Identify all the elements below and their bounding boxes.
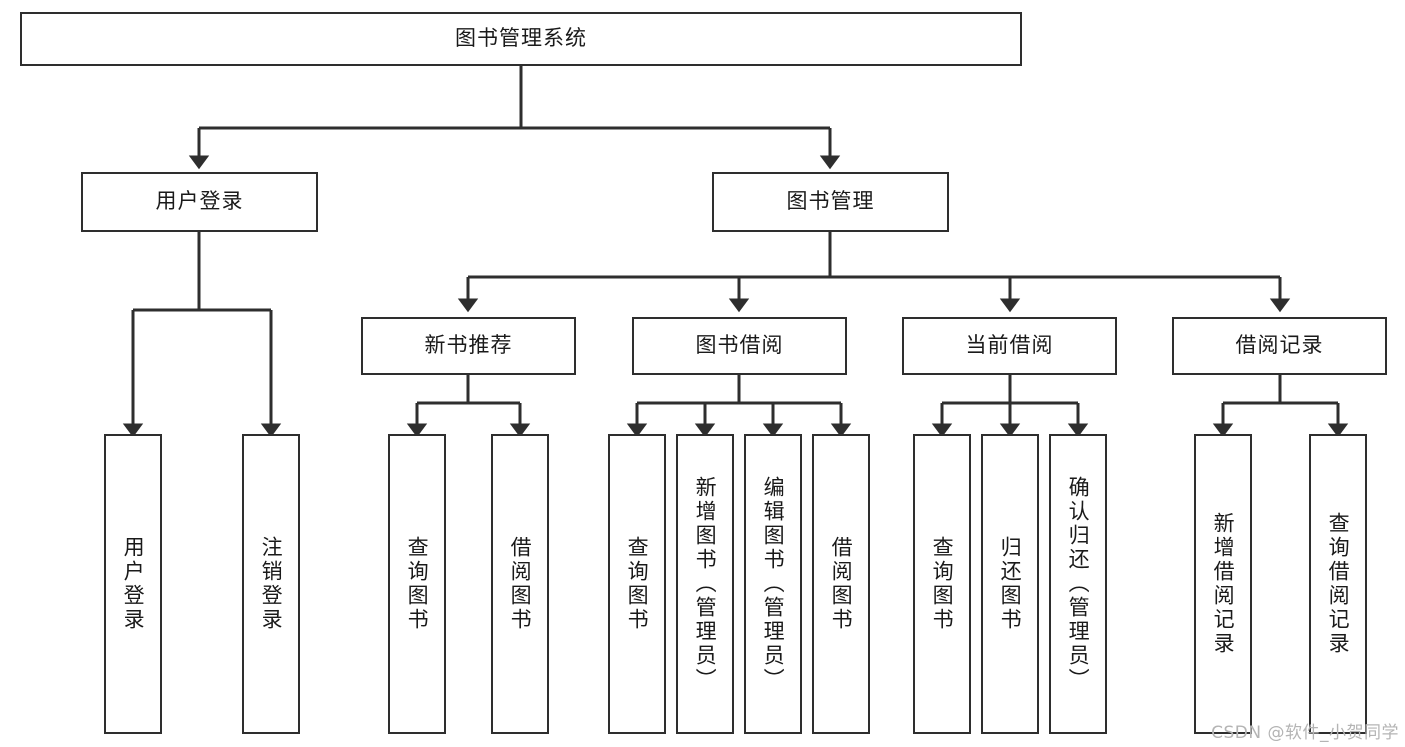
node-leaf-current-confirm-return[interactable]: 确认归还（管理员） — [1049, 434, 1107, 734]
node-leaf-record-query[interactable]: 查询借阅记录 — [1309, 434, 1367, 734]
node-leaf-borrow-add-book-label: 新增图书（管理员） — [693, 476, 718, 692]
node-leaf-user-login[interactable]: 用户登录 — [104, 434, 162, 734]
node-leaf-record-query-label: 查询借阅记录 — [1326, 512, 1351, 656]
node-leaf-record-add-label: 新增借阅记录 — [1211, 512, 1236, 656]
node-user-login[interactable]: 用户登录 — [81, 172, 318, 232]
node-leaf-newbook-query-book-label: 查询图书 — [405, 536, 430, 632]
node-leaf-borrow-borrow-book[interactable]: 借阅图书 — [812, 434, 870, 734]
node-leaf-record-add[interactable]: 新增借阅记录 — [1194, 434, 1252, 734]
node-user-login-label: 用户登录 — [155, 189, 244, 214]
node-leaf-borrow-borrow-book-label: 借阅图书 — [829, 536, 854, 632]
node-borrow-record-label: 借阅记录 — [1235, 333, 1324, 358]
node-book-borrow[interactable]: 图书借阅 — [632, 317, 847, 375]
node-book-management[interactable]: 图书管理 — [712, 172, 949, 232]
node-root-label: 图书管理系统 — [455, 26, 587, 51]
watermark: CSDN @软件_小贺同学 — [1211, 723, 1399, 743]
node-leaf-current-confirm-return-label: 确认归还（管理员） — [1066, 476, 1091, 692]
node-leaf-newbook-borrow-book-label: 借阅图书 — [508, 536, 533, 632]
node-book-borrow-label: 图书借阅 — [695, 333, 784, 358]
node-leaf-borrow-query-book-label: 查询图书 — [625, 536, 650, 632]
node-book-management-label: 图书管理 — [786, 189, 875, 214]
node-leaf-current-return-book-label: 归还图书 — [998, 536, 1023, 632]
node-new-book-recommend-label: 新书推荐 — [424, 333, 513, 358]
node-leaf-newbook-borrow-book[interactable]: 借阅图书 — [491, 434, 549, 734]
node-current-borrow-label: 当前借阅 — [965, 333, 1054, 358]
node-leaf-logout[interactable]: 注销登录 — [242, 434, 300, 734]
node-leaf-logout-label: 注销登录 — [259, 536, 284, 632]
node-leaf-borrow-edit-book-label: 编辑图书（管理员） — [761, 476, 786, 692]
node-leaf-borrow-edit-book[interactable]: 编辑图书（管理员） — [744, 434, 802, 734]
node-leaf-user-login-label: 用户登录 — [121, 536, 146, 632]
node-leaf-borrow-query-book[interactable]: 查询图书 — [608, 434, 666, 734]
node-borrow-record[interactable]: 借阅记录 — [1172, 317, 1387, 375]
node-leaf-current-query-book[interactable]: 查询图书 — [913, 434, 971, 734]
node-leaf-borrow-add-book[interactable]: 新增图书（管理员） — [676, 434, 734, 734]
node-leaf-newbook-query-book[interactable]: 查询图书 — [388, 434, 446, 734]
node-new-book-recommend[interactable]: 新书推荐 — [361, 317, 576, 375]
node-leaf-current-return-book[interactable]: 归还图书 — [981, 434, 1039, 734]
node-leaf-current-query-book-label: 查询图书 — [930, 536, 955, 632]
node-root[interactable]: 图书管理系统 — [20, 12, 1022, 66]
node-current-borrow[interactable]: 当前借阅 — [902, 317, 1117, 375]
